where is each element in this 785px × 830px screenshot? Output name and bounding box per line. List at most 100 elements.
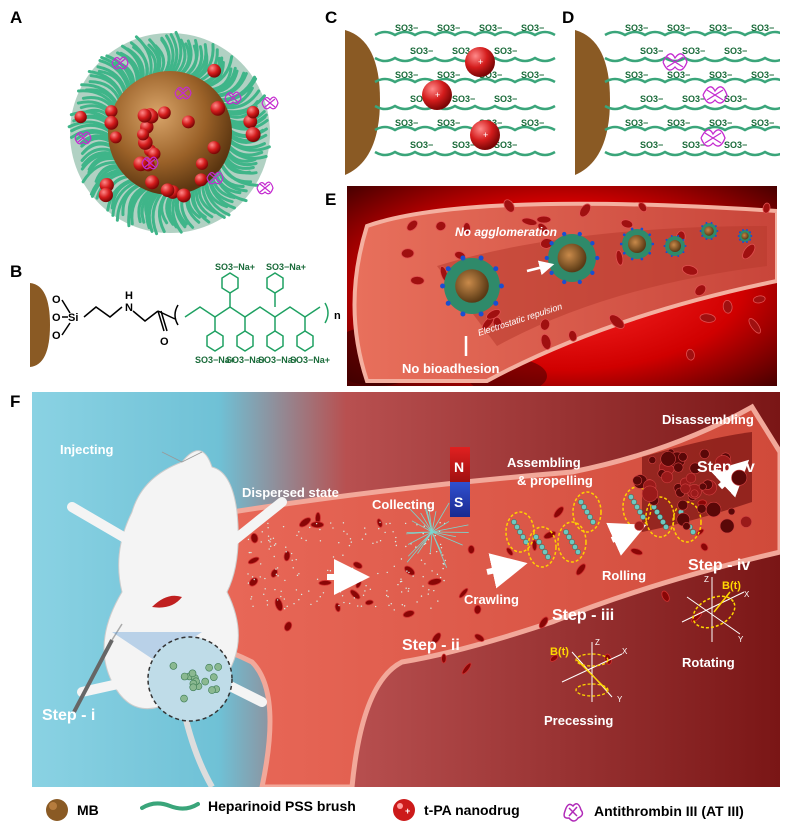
- nanoparticle-dot: [372, 542, 374, 545]
- red-blood-cell: [638, 202, 648, 213]
- red-blood-cell: [427, 578, 442, 586]
- negative-charge: [445, 266, 451, 272]
- nanoparticle-dot: [346, 533, 348, 535]
- dispersed-state-label: Dispersed state: [242, 485, 339, 500]
- nanoparticle-dot: [341, 567, 343, 569]
- rotate-y-label: Y: [738, 635, 744, 644]
- panel-label-c: C: [325, 8, 338, 27]
- legend-at3-label: Antithrombin III (AT III): [594, 803, 744, 819]
- brush-strand: [205, 179, 229, 209]
- brush-strand: [87, 69, 124, 99]
- nanoparticle-dot: [259, 576, 261, 578]
- nanoparticle-dot: [349, 538, 352, 540]
- brush-strand: [125, 47, 145, 81]
- brush-strand: [219, 162, 253, 184]
- tpa-nanodrug: [74, 110, 87, 124]
- mb-icon: [46, 799, 68, 821]
- nanoparticle-dot: [264, 588, 266, 590]
- so3na-bot-2: SO3−Na+: [226, 355, 266, 365]
- assembly-ring: [557, 521, 587, 563]
- nanoparticle-dot: [295, 558, 297, 561]
- brush-chain: [604, 125, 780, 132]
- thrombus-cell: [661, 471, 674, 484]
- nanoparticle-dot: [376, 541, 378, 543]
- so3-label: SO3−: [437, 118, 460, 128]
- plus-charge: +: [483, 130, 488, 140]
- field-line: [407, 531, 433, 545]
- antithrombin-molecule: [700, 129, 726, 147]
- brush-strand: [120, 44, 143, 82]
- nanoparticle-dot: [385, 594, 388, 597]
- zoomed-nanoparticle: [169, 662, 178, 670]
- nanoparticle-core: [669, 240, 681, 252]
- so3-label: SO3−: [667, 23, 690, 33]
- assembled-particle: [584, 509, 590, 515]
- brush-strand: [203, 180, 231, 217]
- red-blood-cell: [248, 577, 259, 587]
- negative-charge: [493, 266, 499, 272]
- legend-tpa-label: t-PA nanodrug: [424, 802, 520, 818]
- red-blood-cell: [503, 199, 515, 213]
- assembled-particle: [539, 544, 545, 550]
- so3na-bot-1: SO3−Na+: [195, 355, 235, 365]
- nanoparticle-dot: [361, 538, 364, 540]
- field-line: [420, 512, 433, 533]
- red-blood-cell: [473, 604, 482, 615]
- nanoparticle-dot: [247, 582, 250, 584]
- nanoparticle-dot: [248, 551, 251, 554]
- nanoparticle-dot: [290, 552, 293, 555]
- red-blood-cell: [752, 295, 766, 304]
- nanoparticle-dot: [298, 531, 300, 533]
- assembled-particle: [533, 534, 539, 540]
- nanoparticle-dot: [251, 576, 254, 578]
- brush-strand: [70, 123, 112, 134]
- nanoparticle-dot: [332, 556, 335, 558]
- so3-label: SO3−: [452, 140, 475, 150]
- negative-charge: [701, 225, 704, 228]
- negative-charge: [440, 283, 446, 289]
- field-line: [430, 531, 433, 553]
- brush-strand: [160, 38, 171, 75]
- brush-strand: [77, 89, 117, 110]
- nanoparticle-dot: [270, 538, 272, 540]
- assembly-ring: [527, 526, 557, 568]
- brush-strand: [206, 55, 234, 88]
- nanoparticle-dot: [286, 605, 288, 608]
- nanoparticle-dot: [267, 522, 269, 525]
- propelling-label: & propelling: [517, 473, 593, 488]
- panel-label-b: B: [10, 262, 23, 281]
- nanoparticle-dot: [405, 587, 407, 589]
- nanoparticle-dot: [291, 559, 293, 561]
- thrombus-cell: [634, 520, 645, 531]
- assembled-particle: [663, 524, 669, 530]
- nanodrug-icon: +: [393, 799, 415, 821]
- red-blood-cell: [283, 550, 291, 562]
- brush-chain: [374, 77, 556, 84]
- thrombus-cell: [641, 485, 659, 502]
- nanoparticle-dot: [385, 523, 387, 525]
- nanoparticle-dot: [292, 567, 294, 569]
- red-blood-cell: [431, 632, 442, 645]
- tpa-nanodrug: [160, 183, 175, 197]
- so3-label: SO3−: [494, 46, 517, 56]
- so3-label: SO3−: [751, 23, 774, 33]
- nanoparticle-dot: [342, 522, 345, 524]
- nanoparticle-dot: [388, 604, 390, 607]
- so3-label: SO3−: [452, 46, 475, 56]
- field-line: [431, 531, 457, 538]
- zoomed-nanoparticle: [189, 683, 198, 692]
- red-blood-cell: [681, 265, 699, 276]
- brush-strand: [197, 183, 217, 214]
- negative-charge: [663, 245, 666, 247]
- nanoparticle-dot: [400, 580, 403, 583]
- nanoparticle-dot: [338, 541, 340, 544]
- panel-c-tpa-brush: SO3−SO3−SO3−SO3−SO3−SO3−SO3−SO3−SO3−SO3−…: [345, 23, 556, 175]
- brush-strand: [200, 181, 226, 219]
- brush-strand: [215, 72, 248, 98]
- tpa-nanodrug: [148, 147, 161, 161]
- nanoparticle-dot: [412, 575, 414, 577]
- nanoparticle-dot: [250, 551, 252, 554]
- legend-mb: MB: [45, 798, 99, 822]
- brush-strand: [134, 35, 153, 78]
- brush-chain: [604, 104, 780, 111]
